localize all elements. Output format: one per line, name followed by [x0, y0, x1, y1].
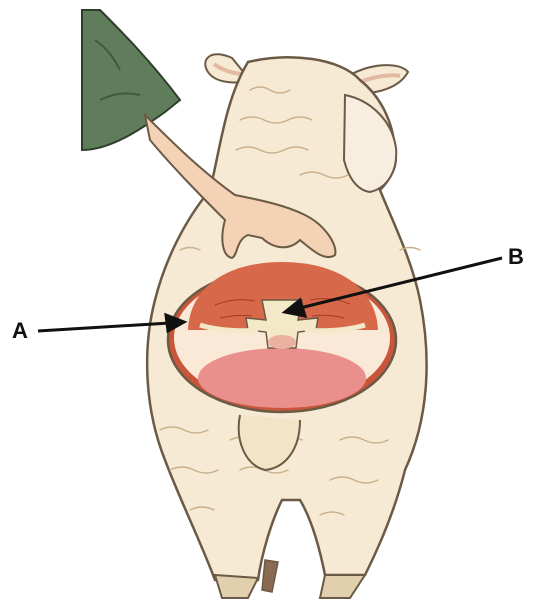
callout-label-a: A: [12, 320, 28, 342]
callout-label-b: B: [508, 246, 524, 268]
